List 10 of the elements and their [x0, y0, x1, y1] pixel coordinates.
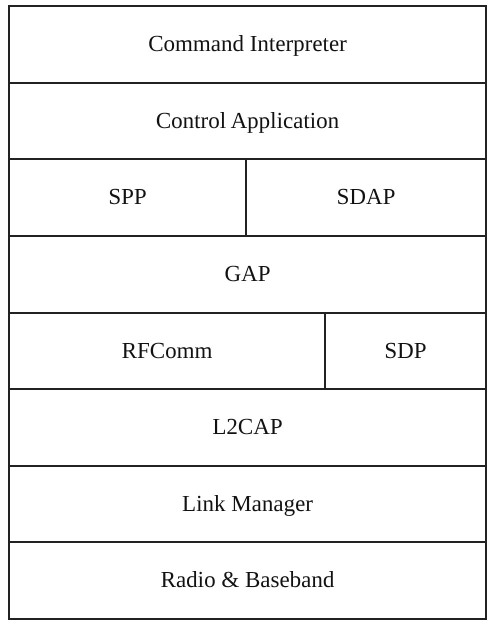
- layer-label: Radio & Baseband: [160, 566, 334, 594]
- layer-label: GAP: [224, 260, 270, 288]
- layer-label: SDP: [384, 336, 427, 365]
- layer-label: SDAP: [336, 183, 396, 212]
- layer-label: SPP: [108, 183, 147, 212]
- layer-label: Link Manager: [182, 490, 313, 518]
- layer-label: L2CAP: [212, 413, 283, 442]
- layer-label: RFComm: [122, 336, 212, 365]
- layer-label: Control Application: [156, 106, 340, 135]
- layer-label: Command Interpreter: [148, 30, 347, 58]
